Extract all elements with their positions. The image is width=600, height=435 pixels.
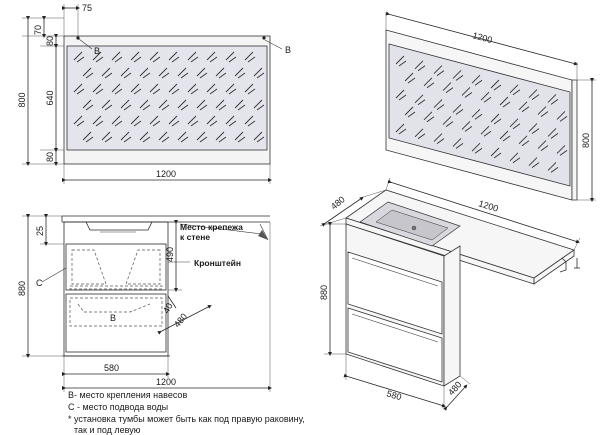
mirror-width-dim: 1200 (156, 169, 176, 179)
cabinet-3d-base-width-dim: 580 (385, 388, 402, 402)
cabinet-3d-height-dim: 880 (319, 285, 329, 300)
lower-drawer (65, 293, 167, 353)
cabinet-front-view: B C Место крепежа к стене Кронштейн 490 … (17, 214, 272, 392)
top-thickness-dim: 25 (35, 226, 45, 236)
mirror-front-view: B B 75 800 70 80 640 80 1200 (17, 3, 291, 184)
upper-drawer (65, 243, 167, 291)
legend-note-2: так и под левую (74, 425, 141, 435)
mirror-height-dim: 800 (17, 92, 27, 107)
cabinet-3d-width-dim: 1200 (477, 198, 499, 213)
bracket-callout: Кронштейн (194, 258, 241, 268)
mirror-3d-glint-pattern (395, 55, 568, 173)
mount-point-left-label: B (94, 46, 100, 56)
cabinet-height-dim: 880 (17, 281, 27, 296)
mirror-glint-pattern (73, 51, 265, 143)
bottom-panel-dim: 80 (45, 152, 55, 162)
mount-point-left: B (76, 36, 100, 56)
mount-height-dim: 490 (165, 247, 175, 262)
wall-mount-callout: Место крепежа к стене (180, 222, 245, 242)
cabinet-depth-dim: 580 (104, 363, 119, 373)
legend-c: С - место подвода воды (68, 402, 168, 412)
mirror-3d-view: 1200 800 (385, 11, 596, 202)
mirror-3d-height-dim: 800 (581, 133, 591, 148)
offset-side-dim: 75 (82, 3, 92, 13)
cabinet-3d-side (443, 245, 461, 387)
cabinet-3d-depth-dim: 480 (329, 194, 347, 211)
offset-top-dim: 70 (33, 25, 43, 35)
cabinet-3d-drawer-top (347, 251, 443, 335)
legend-b: В- место крепления навесов (68, 390, 187, 400)
inner-depth-dim: 480 (172, 311, 189, 329)
mount-point-right-label: B (285, 45, 291, 55)
mirror-glass (66, 45, 268, 151)
mount-point-right: B (262, 36, 291, 55)
water-supply-label: C (36, 278, 43, 288)
mirror-3d-edge (571, 79, 578, 201)
cabinet-3d-view: 480 1200 880 580 480 (319, 177, 581, 411)
inner-b-label: B (110, 313, 116, 323)
legend: В- место крепления навесов С - место под… (68, 390, 305, 435)
glass-height-dim: 640 (45, 90, 55, 105)
top-panel-dim: 80 (45, 36, 55, 46)
overall-width-dim: 1200 (156, 377, 176, 387)
mirror-3d-width-dim: 1200 (471, 30, 493, 45)
legend-note-1: * установка тумбы может быть как под пра… (68, 414, 305, 424)
